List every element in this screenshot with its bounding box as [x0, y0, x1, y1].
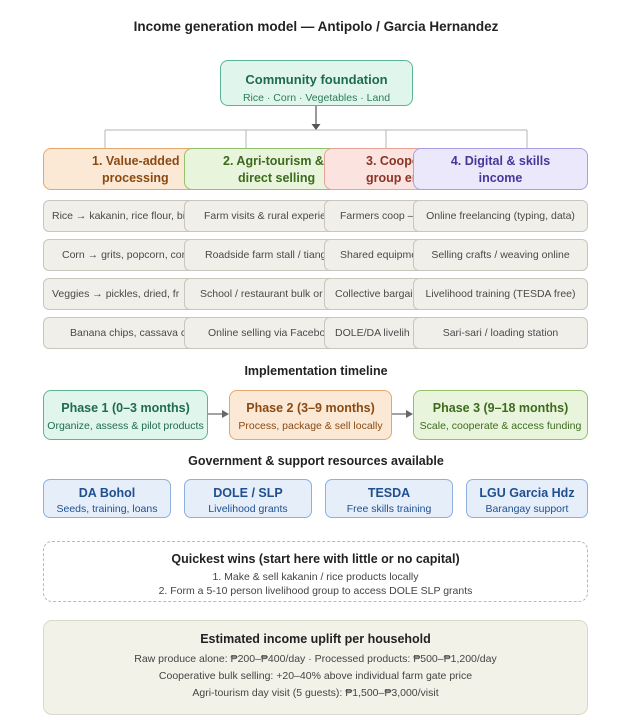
column-3-heading-line2: group er [366, 171, 417, 185]
community-foundation-box: Community foundation Rice · Corn · Veget… [220, 60, 413, 106]
resource-lgu-garcia-hdz: LGU Garcia Hdz Barangay support [466, 479, 588, 518]
column-3-heading-line1: 3. Coope [366, 154, 419, 168]
column-1-item: Corn → grits, popcorn, cor [43, 239, 208, 271]
foundation-title: Community foundation [245, 72, 388, 87]
phase-3-subtitle: Scale, cooperate & access funding [419, 420, 582, 432]
foundation-subtitle: Rice · Corn · Vegetables · Land [242, 92, 391, 104]
column-2-item: School / restaurant bulk or [184, 278, 348, 310]
uplift-title: Estimated income uplift per household [200, 632, 431, 646]
resource-subtitle: Seeds, training, loans [56, 503, 158, 515]
uplift-line: Cooperative bulk selling: +20–40% above … [158, 670, 473, 682]
column-1-heading: 1. Value-added processing [43, 148, 208, 190]
quick-win-item: 1. Make & sell kakanin / rice products l… [212, 571, 419, 583]
phase-1-box: Phase 1 (0–3 months) Organize, assess & … [43, 390, 208, 440]
uplift-line: Raw produce alone: ₱200–₱400/day · Proce… [134, 653, 497, 665]
diagram-title: Income generation model — Antipolo / Gar… [133, 19, 499, 34]
column-1-item: Banana chips, cassava ca [43, 317, 208, 349]
column-1-heading-line2: processing [102, 171, 169, 185]
uplift-line: Agri-tourism day visit (5 guests): ₱1,50… [192, 687, 439, 699]
resources-title: Government & support resources available [188, 454, 444, 468]
column-4-item: Online freelancing (typing, data) [413, 200, 588, 232]
resource-subtitle: Livelihood grants [208, 503, 288, 515]
column-4-item: Livelihood training (TESDA free) [413, 278, 588, 310]
income-uplift-box: Estimated income uplift per household Ra… [43, 620, 588, 715]
resource-subtitle: Barangay support [485, 503, 569, 515]
quick-wins-title: Quickest wins (start here with little or… [171, 552, 460, 566]
column-4-heading: 4. Digital & skills income [413, 148, 588, 190]
phase-2-subtitle: Process, package & sell locally [238, 420, 383, 432]
phase-1-subtitle: Organize, assess & pilot products [47, 420, 204, 432]
column-1-item: Rice → kakanin, rice flour, bib [43, 200, 208, 232]
column-2-item: Online selling via Faceboo [184, 317, 348, 349]
column-2-item: Roadside farm stall / tiang [184, 239, 348, 271]
column-2-item: Farm visits & rural experie [184, 200, 348, 232]
resource-title: DA Bohol [78, 486, 136, 500]
quick-win-item: 2. Form a 5-10 person livelihood group t… [158, 585, 473, 597]
timeline-title: Implementation timeline [244, 364, 388, 378]
resource-dole-slp: DOLE / SLP Livelihood grants [184, 479, 312, 518]
phase-2-title: Phase 2 (3–9 months) [246, 401, 375, 415]
column-4-item: Sari-sari / loading station [413, 317, 588, 349]
resource-title: DOLE / SLP [213, 486, 283, 500]
phase-1-title: Phase 1 (0–3 months) [61, 401, 190, 415]
resource-subtitle: Free skills training [346, 503, 432, 515]
phase-2-box: Phase 2 (3–9 months) Process, package & … [229, 390, 392, 440]
column-4-heading-line2: income [478, 171, 523, 185]
column-1-heading-line1: 1. Value-added [92, 154, 180, 168]
column-2-heading-line2: direct selling [238, 171, 316, 185]
phase-3-box: Phase 3 (9–18 months) Scale, cooperate &… [413, 390, 588, 440]
resource-title: TESDA [367, 486, 411, 500]
column-4-heading-line1: 4. Digital & skills [450, 154, 551, 168]
column-1-item: Veggies → pickles, dried, fr [43, 278, 208, 310]
column-2-heading: 2. Agri-tourism & direct selling [184, 148, 348, 190]
quick-wins-box: Quickest wins (start here with little or… [43, 541, 588, 602]
phase-3-title: Phase 3 (9–18 months) [432, 401, 569, 415]
column-2-heading-line1: 2. Agri-tourism & [223, 154, 324, 168]
resource-title: LGU Garcia Hdz [479, 486, 575, 500]
column-4-item: Selling crafts / weaving online [413, 239, 588, 271]
resource-da-bohol: DA Bohol Seeds, training, loans [43, 479, 171, 518]
resource-tesda: TESDA Free skills training [325, 479, 453, 518]
